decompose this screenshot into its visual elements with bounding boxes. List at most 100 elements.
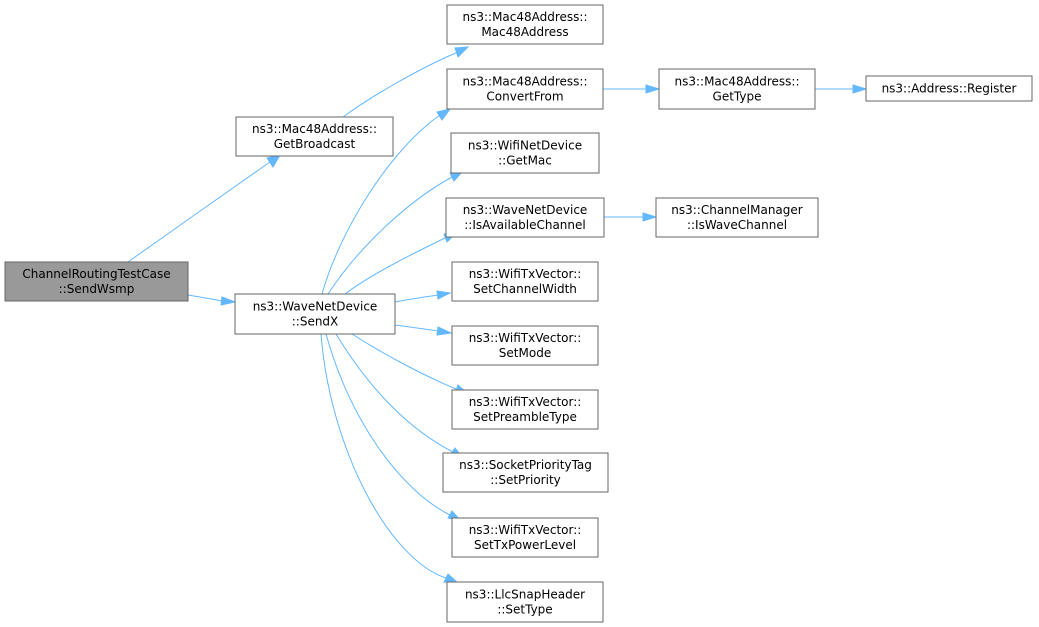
- function-node-n9[interactable]: ns3::WifiTxVector::SetPreambleType: [451, 389, 599, 430]
- node-label: ChannelRoutingTestCase: [22, 267, 170, 281]
- function-node-n4[interactable]: ns3::Mac48Address::ConvertFrom: [446, 68, 604, 110]
- node-label: GetType: [713, 90, 762, 104]
- node-box[interactable]: [446, 581, 604, 623]
- arrowhead-icon: [852, 84, 868, 94]
- function-node-n5[interactable]: ns3::WifiNetDevice::GetMac: [450, 132, 600, 174]
- node-label: ::SetType: [497, 603, 552, 617]
- node-box[interactable]: [450, 132, 600, 174]
- call-edge-n0-n2: [187, 294, 237, 306]
- function-node-n0[interactable]: ChannelRoutingTestCase::SendWsmp: [4, 261, 189, 302]
- node-box[interactable]: [865, 75, 1033, 102]
- node-label: ns3::ChannelManager: [671, 203, 803, 217]
- call-edge-n2-n7: [394, 290, 452, 303]
- call-edge-n4-n13: [603, 84, 661, 94]
- node-label: ::SendX: [292, 315, 339, 329]
- arrowhead-icon: [642, 212, 658, 222]
- node-label: SetTxPowerLevel: [474, 538, 576, 552]
- node-box[interactable]: [655, 197, 819, 238]
- call-edge-n6-n15: [604, 212, 658, 222]
- node-box[interactable]: [235, 116, 394, 157]
- arrowhead-icon: [436, 326, 453, 336]
- call-edge-n2-n12: [320, 333, 460, 584]
- node-label: ns3::WifiTxVector::: [469, 331, 582, 345]
- call-edge-n2-n8: [394, 324, 453, 336]
- node-box[interactable]: [451, 389, 599, 430]
- node-label: ns3::WifiNetDevice: [468, 139, 582, 153]
- node-label: ns3::Mac48Address::: [674, 75, 799, 89]
- function-node-n8[interactable]: ns3::WifiTxVector::SetMode: [451, 325, 599, 366]
- call-edge-n2-n6: [344, 232, 458, 295]
- call-edge-n2-n4: [321, 108, 452, 295]
- node-label: ns3::Mac48Address::: [462, 75, 587, 89]
- call-edge-n13-n14: [815, 84, 868, 94]
- node-label: ::SendWsmp: [59, 282, 135, 296]
- function-node-n6[interactable]: ns3::WaveNetDevice::IsAvailableChannel: [445, 197, 605, 238]
- node-label: ::IsAvailableChannel: [464, 218, 585, 232]
- node-box[interactable]: [442, 452, 609, 493]
- call-edge-n1-n3: [342, 46, 470, 118]
- function-node-n3[interactable]: ns3::Mac48Address::Mac48Address: [446, 4, 604, 45]
- node-label: ns3::WifiTxVector::: [469, 523, 582, 537]
- node-label: SetChannelWidth: [473, 282, 577, 296]
- function-nodes: ChannelRoutingTestCase::SendWsmp ns3::Mac…: [4, 4, 1033, 623]
- function-node-n11[interactable]: ns3::WifiTxVector::SetTxPowerLevel: [451, 517, 599, 558]
- node-box[interactable]: [446, 4, 604, 45]
- edge-line: [394, 294, 439, 303]
- call-edge-n2-n11: [325, 333, 463, 522]
- node-label: ns3::WaveNetDevice: [253, 300, 378, 314]
- node-label: ns3::WifiTxVector::: [469, 395, 582, 409]
- node-box[interactable]: [446, 68, 604, 110]
- node-box[interactable]: [451, 517, 599, 558]
- node-label: ns3::Mac48Address::: [462, 10, 587, 24]
- node-label: ns3::Address::Register: [882, 82, 1017, 96]
- edge-line: [335, 333, 454, 453]
- function-node-n7[interactable]: ns3::WifiTxVector::SetChannelWidth: [451, 261, 599, 302]
- arrowhead-icon: [454, 46, 470, 58]
- node-label: ns3::SocketPriorityTag: [459, 458, 592, 472]
- arrowhead-icon: [645, 84, 661, 94]
- node-label: ConvertFrom: [486, 90, 563, 104]
- node-label: ns3::WaveNetDevice: [463, 203, 588, 217]
- function-node-n12[interactable]: ns3::LlcSnapHeader::SetType: [446, 581, 604, 623]
- node-label: ns3::WifiTxVector::: [469, 267, 582, 281]
- call-edge-n2-n9: [351, 333, 470, 395]
- node-label: ns3::LlcSnapHeader: [465, 588, 585, 602]
- node-box[interactable]: [451, 261, 599, 302]
- arrowhead-icon: [220, 296, 237, 306]
- edge-line: [320, 333, 447, 579]
- node-label: Mac48Address: [481, 25, 568, 39]
- node-label: SetMode: [499, 346, 551, 360]
- edge-line: [342, 51, 459, 118]
- node-box[interactable]: [658, 68, 816, 110]
- function-node-n2[interactable]: ns3::WaveNetDevice::SendX: [234, 293, 396, 335]
- arrowhead-icon: [436, 108, 452, 121]
- edge-line: [394, 324, 439, 332]
- edge-line: [351, 333, 457, 390]
- node-label: SetPreambleType: [473, 410, 577, 424]
- function-node-n14[interactable]: ns3::Address::Register: [865, 75, 1033, 102]
- node-label: GetBroadcast: [274, 137, 356, 151]
- node-box[interactable]: [445, 197, 605, 238]
- node-box[interactable]: [451, 325, 599, 366]
- node-label: ::SetPriority: [490, 473, 561, 487]
- call-edge-n2-n5: [327, 170, 465, 295]
- edge-line: [187, 294, 223, 302]
- node-box[interactable]: [4, 261, 189, 302]
- edge-line: [321, 114, 441, 295]
- node-label: ns3::Mac48Address::: [252, 122, 377, 136]
- call-edge-n2-n10: [335, 333, 465, 459]
- edge-line: [127, 161, 271, 263]
- call-edge-n0-n1: [127, 154, 282, 263]
- arrowhead-icon: [436, 290, 452, 300]
- function-node-n10[interactable]: ns3::SocketPriorityTag::SetPriority: [442, 452, 609, 493]
- edge-line: [325, 333, 451, 516]
- node-label: ::GetMac: [498, 154, 552, 168]
- node-box[interactable]: [234, 293, 396, 335]
- function-node-n15[interactable]: ns3::ChannelManager::IsWaveChannel: [655, 197, 819, 238]
- edge-line: [344, 237, 446, 295]
- edge-line: [327, 176, 453, 295]
- function-node-n13[interactable]: ns3::Mac48Address::GetType: [658, 68, 816, 110]
- function-node-n1[interactable]: ns3::Mac48Address::GetBroadcast: [235, 116, 394, 157]
- node-label: ::IsWaveChannel: [687, 218, 787, 232]
